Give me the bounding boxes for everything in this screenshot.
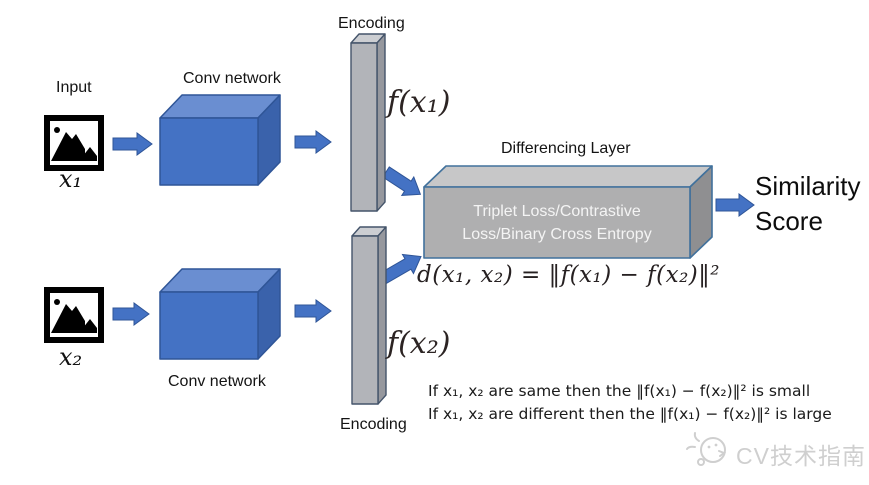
encoding-bar-1 [350, 33, 386, 212]
differencing-layer-label: Differencing Layer [501, 140, 631, 157]
note-line-different: If x₁, x₂ are different then the ‖f(x₁) … [428, 405, 832, 423]
flow-arrow-conv2-to-encoding2 [294, 299, 332, 323]
watermark-text: CV技术指南 [736, 443, 866, 469]
x2-label: x₂ [59, 343, 83, 371]
conv-network-label-1: Conv network [183, 70, 281, 87]
conv-network-box-2 [159, 268, 281, 360]
fx2-label: f(x₂) [387, 326, 451, 361]
flow-arrow-encoding1-to-diff [382, 166, 422, 196]
input-label: Input [56, 79, 92, 96]
differencing-box-text-line2: Loss/Binary Cross Entropy [462, 226, 652, 243]
fx1-label: f(x₁) [387, 85, 451, 120]
conv-network-box-1 [159, 94, 281, 186]
input-image-icon-1 [44, 115, 104, 171]
encoding-label-2: Encoding [340, 416, 407, 433]
similarity-score-line1: Similarity [755, 171, 861, 201]
encoding-bar-2 [351, 226, 387, 405]
conv-network-label-2: Conv network [168, 373, 266, 390]
encoding-label-1: Encoding [338, 15, 405, 32]
flow-arrow-encoding2-to-diff [378, 253, 422, 285]
flow-arrow-diff-to-score [715, 193, 755, 217]
differencing-layer-box [423, 165, 713, 259]
watermark-logo-icon [686, 432, 727, 466]
flow-arrow-input1-to-conv1 [112, 132, 153, 156]
similarity-score-line2: Score [755, 206, 823, 236]
differencing-box-text-line1: Triplet Loss/Contrastive [473, 203, 641, 220]
input-image-icon-2 [44, 287, 104, 343]
flow-arrow-input2-to-conv2 [112, 302, 150, 326]
distance-formula: d(x₁, x₂) = ‖f(x₁) − f(x₂)‖² [417, 262, 720, 288]
x1-label: x₁ [59, 165, 83, 193]
differencing-box-text: Triplet Loss/Contrastive Loss/Binary Cro… [424, 200, 690, 246]
similarity-score-label: Similarity Score [755, 169, 860, 239]
flow-arrow-conv1-to-encoding1 [294, 130, 332, 154]
note-line-same: If x₁, x₂ are same then the ‖f(x₁) − f(x… [428, 382, 811, 400]
